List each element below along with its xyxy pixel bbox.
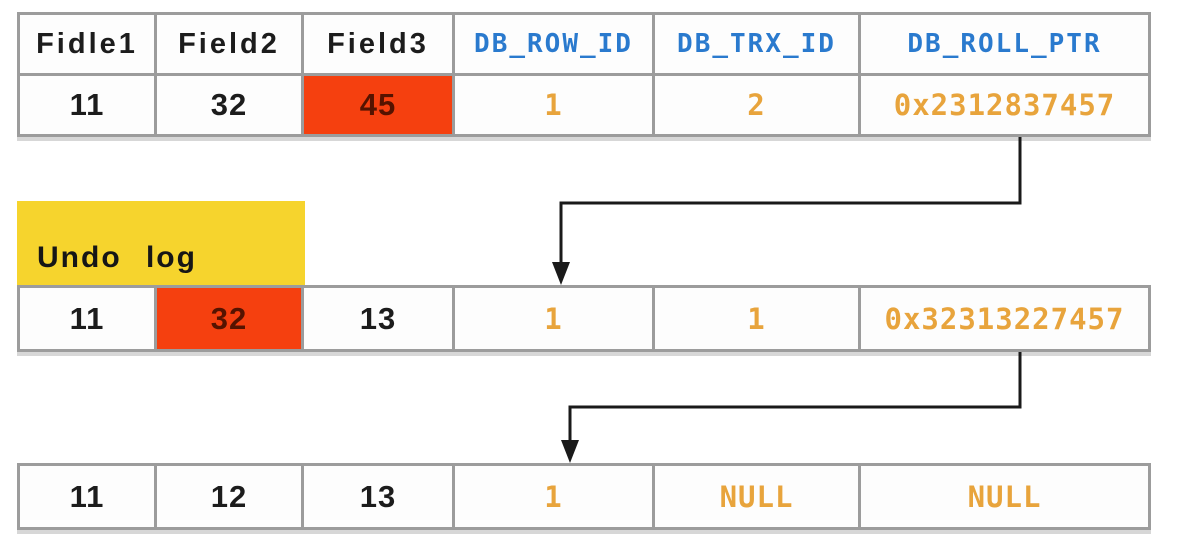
header-label: Field3: [327, 27, 429, 60]
main-row-cell-field1: 11: [20, 76, 154, 134]
header-label: Fidle1: [36, 27, 138, 60]
undo-log-version2-row: 11 12 13 1 NULL NULL: [17, 463, 1151, 530]
cell-value: 11: [69, 300, 105, 336]
header-label: DB_ROW_ID: [474, 29, 633, 59]
main-row-cell-db-trx-id: 2: [655, 76, 858, 134]
cell-value: 32: [210, 87, 248, 122]
undo-log-label: Undo log: [17, 201, 305, 285]
header-cell-db-roll-ptr: DB_ROLL_PTR: [861, 15, 1148, 73]
undo1-cell-db-trx-id: 1: [655, 288, 858, 349]
cell-value: 45: [359, 87, 397, 122]
header-cell-db-row-id: DB_ROW_ID: [455, 15, 652, 73]
undo-log-label-text: Undo log: [37, 241, 197, 274]
undo1-cell-db-row-id: 1: [455, 288, 652, 349]
header-cell-db-trx-id: DB_TRX_ID: [655, 15, 858, 73]
cell-value: 1: [544, 479, 563, 514]
cell-value: NULL: [967, 479, 1042, 514]
undo2-cell-db-trx-id: NULL: [655, 466, 858, 527]
undo2-cell-db-roll-ptr: NULL: [861, 466, 1148, 527]
header-cell-field3: Field3: [304, 15, 452, 73]
main-row-cell-db-row-id: 1: [455, 76, 652, 134]
header-label: DB_TRX_ID: [677, 29, 836, 59]
roll-ptr-arrow-1-icon: [552, 137, 1022, 285]
header-cell-field2: Field2: [157, 15, 301, 73]
cell-value: 2: [747, 88, 766, 122]
undo2-cell-field3: 13: [304, 466, 452, 527]
main-row-cell-field2: 32: [157, 76, 301, 134]
cell-value: 11: [69, 87, 105, 122]
main-row-cell-field3-highlighted: 45: [304, 76, 452, 134]
cell-value: NULL: [719, 479, 794, 514]
undo2-cell-field1: 11: [20, 466, 154, 527]
undo1-cell-db-roll-ptr: 0x32313227457: [861, 288, 1148, 349]
header-label: Field2: [178, 27, 280, 60]
cell-value: 13: [359, 300, 397, 336]
undo2-cell-field2: 12: [157, 466, 301, 527]
roll-ptr-arrow-2-icon: [561, 352, 1022, 463]
undo-log-version1-row: 11 32 13 1 1 0x32313227457: [17, 285, 1151, 352]
cell-value: 0x32313227457: [884, 301, 1125, 336]
main-row-cell-db-roll-ptr: 0x2312837457: [861, 76, 1148, 134]
cell-value: 1: [544, 88, 563, 122]
cell-value: 0x2312837457: [893, 88, 1116, 122]
undo1-cell-field2-highlighted: 32: [157, 288, 301, 349]
cell-value: 12: [210, 478, 248, 514]
undo1-cell-field3: 13: [304, 288, 452, 349]
cell-value: 1: [544, 301, 563, 336]
cell-value: 13: [359, 478, 397, 514]
undo2-cell-db-row-id: 1: [455, 466, 652, 527]
header-label: DB_ROLL_PTR: [907, 29, 1102, 59]
header-cell-field1: Fidle1: [20, 15, 154, 73]
cell-value: 1: [747, 301, 766, 336]
undo1-cell-field1: 11: [20, 288, 154, 349]
cell-value: 11: [69, 478, 105, 514]
cell-value: 32: [210, 300, 248, 336]
main-table: Fidle1 Field2 Field3 DB_ROW_ID DB_TRX_ID…: [17, 12, 1151, 137]
